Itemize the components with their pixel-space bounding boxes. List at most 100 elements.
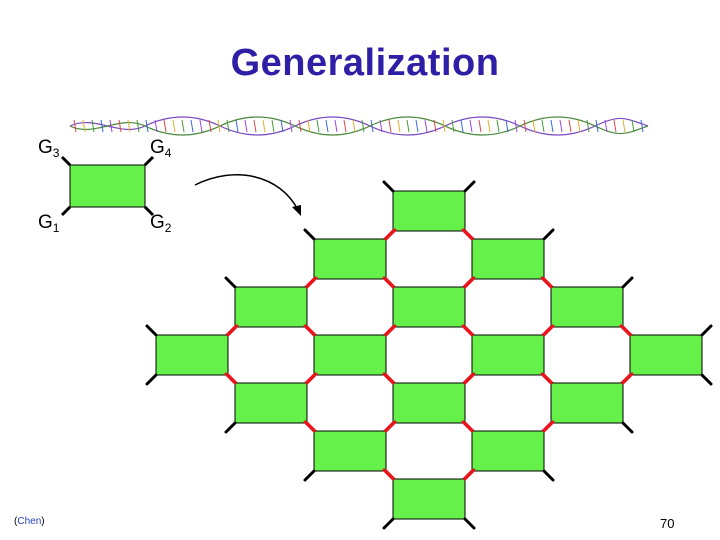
helix-rung	[370, 119, 374, 133]
helix-rung	[586, 119, 590, 133]
helix-rung	[478, 119, 482, 133]
gate-box	[234, 382, 308, 424]
helix-rung	[361, 119, 365, 133]
helix-rung	[118, 119, 122, 133]
helix-rung	[343, 119, 347, 133]
crosslink-wire	[384, 420, 397, 433]
helix-rung	[298, 119, 302, 133]
helix-rung	[532, 119, 536, 133]
helix-rung	[226, 119, 230, 133]
gate-label-g3: G3	[38, 137, 60, 160]
helix-rung	[406, 119, 410, 133]
crosslink-wire	[303, 324, 316, 337]
gate-box	[392, 382, 466, 424]
helix-rung	[631, 119, 635, 133]
crosslink-wire	[382, 372, 395, 385]
crosslink-wire	[303, 420, 316, 433]
crosslink-wire	[463, 372, 476, 385]
gate-box	[550, 286, 624, 328]
helix-rung	[487, 119, 491, 133]
helix-rung	[505, 119, 509, 133]
helix-rung	[253, 119, 257, 133]
helix-rung	[523, 119, 527, 133]
helix-rung	[559, 119, 563, 133]
crosslink-wire	[542, 420, 555, 433]
crosslink-wire	[305, 372, 318, 385]
link-wire	[621, 421, 634, 434]
helix-rung	[622, 119, 626, 133]
helix-rung	[199, 119, 203, 133]
generalization-arrow	[194, 174, 301, 216]
helix-rung	[244, 119, 248, 133]
link-wire	[463, 180, 476, 193]
helix-rung	[334, 119, 338, 133]
helix-rung	[91, 119, 95, 133]
helix-rung	[577, 119, 581, 133]
helix-rung	[397, 119, 401, 133]
helix-rung	[289, 119, 293, 133]
gate-box	[392, 190, 466, 232]
link-wire	[542, 469, 555, 482]
crosslink-wire	[384, 228, 397, 241]
helix-rung	[100, 119, 104, 133]
crosslink-wire	[461, 228, 474, 241]
helix-rung	[316, 119, 320, 133]
link-wire	[303, 228, 316, 241]
gate-box	[629, 334, 703, 376]
link-wire	[621, 276, 634, 289]
helix-rung	[82, 119, 86, 133]
link-wire	[382, 517, 395, 530]
gate-box	[313, 238, 387, 280]
single-gate-template	[60, 155, 155, 217]
helix-rung	[568, 119, 572, 133]
helix-rung	[280, 119, 284, 133]
crosslink-wire	[461, 324, 474, 337]
helix-rung	[595, 119, 599, 133]
crosslink-wire	[463, 468, 476, 481]
helix-rung	[145, 119, 149, 133]
helix-rung	[469, 119, 473, 133]
helix-rung	[271, 119, 275, 133]
helix-rung	[109, 119, 113, 133]
crosslink-wire	[542, 324, 555, 337]
gate-lattice	[145, 180, 713, 530]
helix-rung	[424, 119, 428, 133]
link-wire	[303, 469, 316, 482]
helix-rung	[325, 119, 329, 133]
crosslink-wire	[463, 276, 476, 289]
link-wire	[542, 228, 555, 241]
helix-rung	[217, 119, 221, 133]
crosslink-wire	[621, 372, 634, 385]
helix-rung	[388, 119, 392, 133]
helix-rung	[163, 119, 167, 133]
helix-rung	[379, 119, 383, 133]
gate-box	[392, 478, 466, 520]
helix-rung	[352, 119, 356, 133]
gate-box	[471, 430, 545, 472]
helix-rung	[307, 119, 311, 133]
link-wire	[382, 180, 395, 193]
crosslink-wire	[382, 468, 395, 481]
crosslink-wire	[384, 324, 397, 337]
helix-rung	[514, 119, 518, 133]
gate-box	[155, 334, 229, 376]
crosslink-wire	[461, 420, 474, 433]
citation: (Chen)	[14, 516, 45, 527]
gate-label-g1: G1	[38, 212, 60, 235]
helix-rung	[433, 119, 437, 133]
crosslink-wire	[226, 324, 239, 337]
crosslink-wire	[224, 372, 237, 385]
helix-rung	[235, 119, 239, 133]
helix-rung	[127, 119, 131, 133]
gate-label-g2: G2	[150, 212, 172, 235]
helix-rung	[73, 119, 77, 133]
gate-box	[313, 334, 387, 376]
helix-rung	[451, 119, 455, 133]
helix-rung	[172, 119, 176, 133]
helix-rung	[262, 119, 266, 133]
gate-box	[313, 430, 387, 472]
citation-author: Chen	[17, 516, 42, 527]
helix-rung	[136, 119, 140, 133]
helix-rung	[496, 119, 500, 133]
